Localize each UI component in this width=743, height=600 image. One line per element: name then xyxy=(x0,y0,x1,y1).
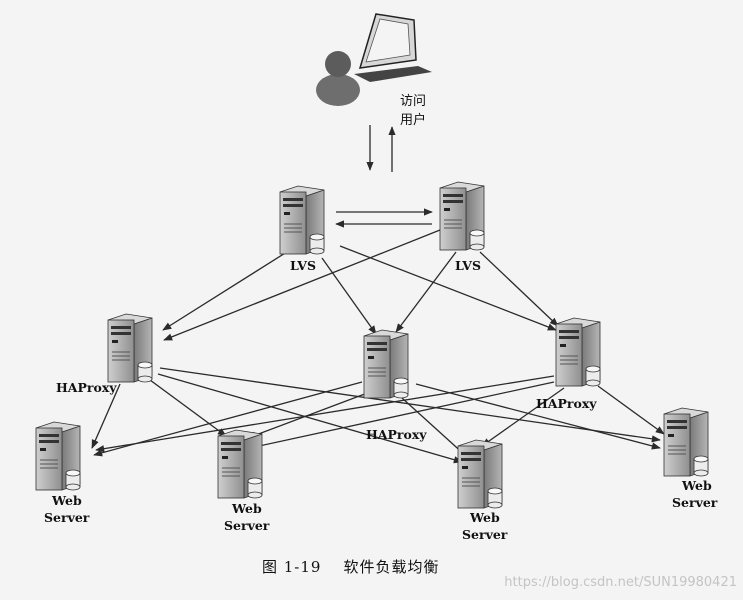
edge-lvs1-haproxy1 xyxy=(162,249,291,331)
figure-number: 图 1-19 xyxy=(262,558,322,576)
edge-haproxy3-web2 xyxy=(249,381,555,450)
edge-haproxy3-web3 xyxy=(481,387,565,447)
edge-lvs1-haproxy3 xyxy=(339,245,557,331)
edge-lvs2-haproxy3 xyxy=(479,251,559,327)
edge-haproxy2-web4 xyxy=(415,383,661,450)
web-label-1-line2: Server xyxy=(44,510,90,525)
web-label-3-line2: Server xyxy=(462,527,508,542)
edge-haproxy1-web2 xyxy=(149,379,227,437)
haproxy-label-1: HAProxy xyxy=(56,380,117,395)
web-label-4-line2: Server xyxy=(672,495,718,510)
web-label-2-line2: Server xyxy=(224,518,270,533)
user-icon xyxy=(316,13,432,106)
web-label-1-line1: Web xyxy=(51,493,82,508)
haproxy-label-2: HAProxy xyxy=(366,427,427,442)
haproxy-server-2-icon xyxy=(363,329,409,399)
edge-haproxy1-web4 xyxy=(159,367,661,443)
web-server-4-icon xyxy=(663,407,709,477)
edge-haproxy2-web3 xyxy=(401,397,467,457)
figure-caption: 图 1-19 软件负载均衡 xyxy=(262,556,461,577)
connection-lines xyxy=(91,125,665,464)
edge-haproxy3-web1 xyxy=(95,375,555,453)
edge-lvs1-haproxy2 xyxy=(321,257,377,335)
user-label-line1: 访问 xyxy=(400,94,426,109)
lvs-label-1: LVS xyxy=(290,258,316,273)
lvs-server-2-icon xyxy=(439,181,485,251)
lvs-label-2: LVS xyxy=(455,258,481,273)
web-server-3-icon xyxy=(457,439,503,509)
haproxy-server-3-icon xyxy=(555,317,601,387)
lvs-server-1-icon xyxy=(279,185,325,255)
edge-haproxy3-web4 xyxy=(597,385,665,435)
user-label-line2: 用户 xyxy=(400,112,426,128)
haproxy-server-1-icon xyxy=(107,313,153,383)
edge-lvs2-haproxy2 xyxy=(395,251,457,333)
haproxy-label-3: HAProxy xyxy=(536,396,597,411)
edge-haproxy1-web1 xyxy=(91,383,121,449)
web-label-3-line1: Web xyxy=(469,510,500,525)
web-label-4-line1: Web xyxy=(681,478,712,493)
figure-title: 软件负载均衡 xyxy=(343,558,440,576)
web-server-1-icon xyxy=(35,421,81,491)
edge-haproxy1-web3 xyxy=(157,373,463,464)
web-server-2-icon xyxy=(217,429,263,499)
edge-lvs2-haproxy1 xyxy=(163,229,441,341)
watermark-text: https://blog.csdn.net/SUN19980421 xyxy=(504,575,737,590)
web-label-2-line1: Web xyxy=(231,501,262,516)
